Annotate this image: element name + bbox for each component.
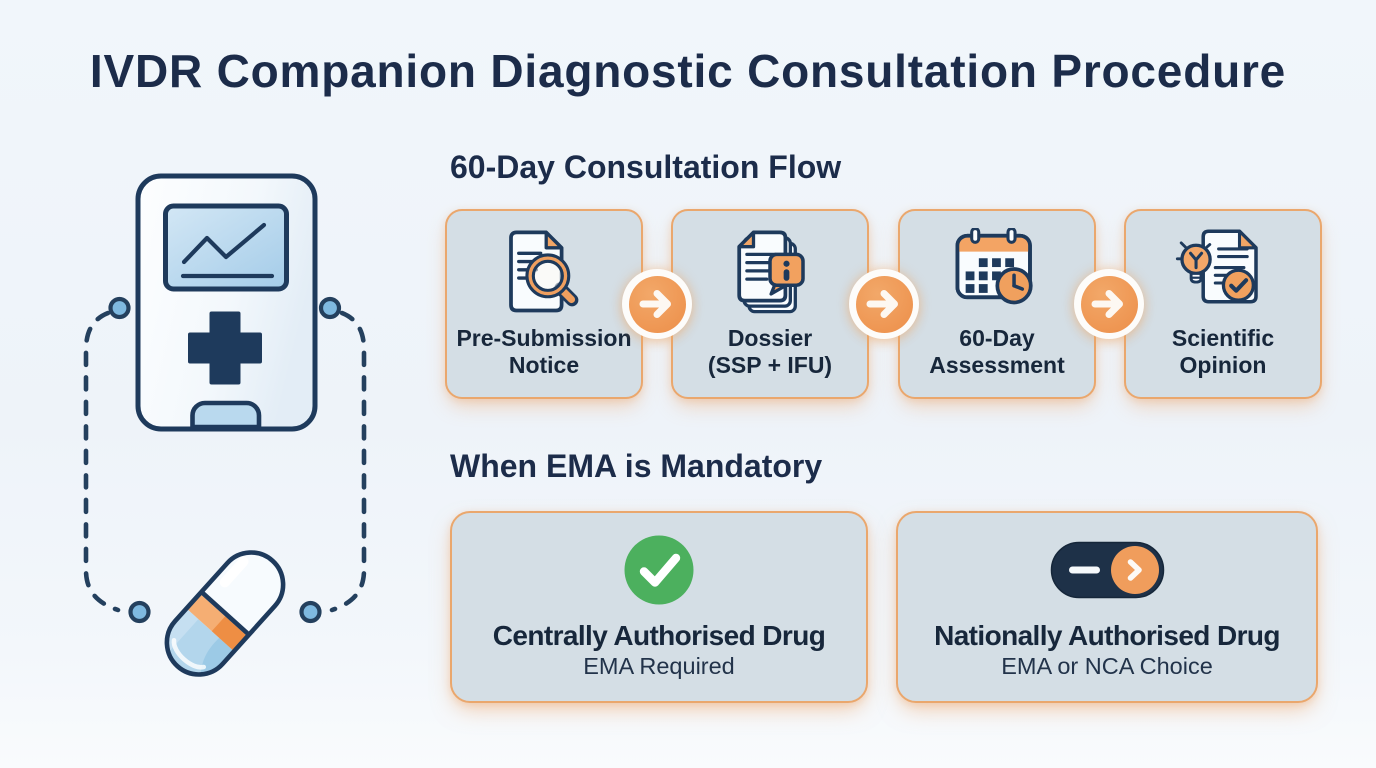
nationally-authorised-card: Nationally Authorised Drug EMA or NCA Ch… (896, 511, 1318, 703)
flow-step-label-line: Opinion (1179, 352, 1267, 378)
flow-step-label-line: (SSP + IFU) (707, 352, 833, 378)
toggle-icon[interactable] (1050, 541, 1165, 599)
flow-step-label-line: Scientific (1171, 325, 1275, 351)
flow-arrow-1 (622, 269, 692, 339)
dashed-loop-connector (83, 310, 367, 613)
card-subtitle: EMA or NCA Choice (1001, 653, 1213, 679)
centrally-authorised-card: Centrally Authorised Drug EMA Required (450, 511, 868, 703)
flow-arrow-2 (849, 269, 919, 339)
check-circle-icon (624, 535, 694, 605)
flow-arrow-3 (1074, 269, 1144, 339)
flow-step-card-opinion: Scientific Opinion (1124, 209, 1322, 399)
arrow-right-icon (1080, 275, 1138, 333)
diagnostic-device-icon (135, 173, 318, 432)
card-title: Nationally Authorised Drug (934, 620, 1280, 651)
flow-step-card-dossier: Dossier (SSP + IFU) (671, 209, 869, 399)
arrow-right-icon (628, 275, 686, 333)
pill-capsule-icon (153, 539, 297, 688)
flow-step-label-line: Assessment (929, 352, 1065, 378)
page-title: IVDR Companion Diagnostic Consultation P… (89, 45, 1287, 97)
icon-slot (1170, 221, 1276, 323)
flow-step-card-pre-submission: Pre-Submission Notice (445, 209, 643, 399)
card-subtitle: EMA Required (583, 653, 735, 679)
arrow-glyph (1091, 290, 1123, 318)
icon-slot (717, 221, 823, 323)
icon-slot (624, 535, 694, 605)
flow-step-label: Dossier (SSP + IFU) (708, 325, 832, 379)
calendar-clock-icon (955, 228, 1033, 305)
device-pill-illustration (83, 173, 367, 688)
flow-step-card-assessment: 60-Day Assessment (898, 209, 1096, 399)
flow-step-label: Pre-Submission Notice (456, 325, 631, 379)
opinion-check-icon (1175, 229, 1258, 304)
flow-step-label-line: Notice (508, 352, 580, 378)
flow-step-label-line: Pre-Submission (456, 325, 632, 351)
flow-step-label-line: 60-Day (959, 325, 1035, 351)
icon-slot (944, 221, 1050, 323)
medical-cross-icon (188, 311, 262, 385)
mandatory-section-heading: When EMA is Mandatory (450, 448, 823, 484)
flow-step-label: 60-Day Assessment (929, 325, 1065, 379)
arrow-glyph (639, 290, 671, 318)
flow-step-label: Scientific Opinion (1172, 325, 1274, 379)
arrow-glyph (866, 290, 898, 318)
flow-section-heading: 60-Day Consultation Flow (450, 149, 842, 185)
dossier-info-icon (737, 230, 805, 314)
flow-step-label-line: Dossier (727, 325, 813, 351)
card-title: Centrally Authorised Drug (492, 620, 826, 651)
icon-slot (1050, 535, 1165, 605)
connector-dots (108, 296, 342, 624)
arrow-right-icon (855, 275, 913, 333)
icon-slot (491, 221, 597, 323)
document-search-icon (509, 230, 579, 313)
